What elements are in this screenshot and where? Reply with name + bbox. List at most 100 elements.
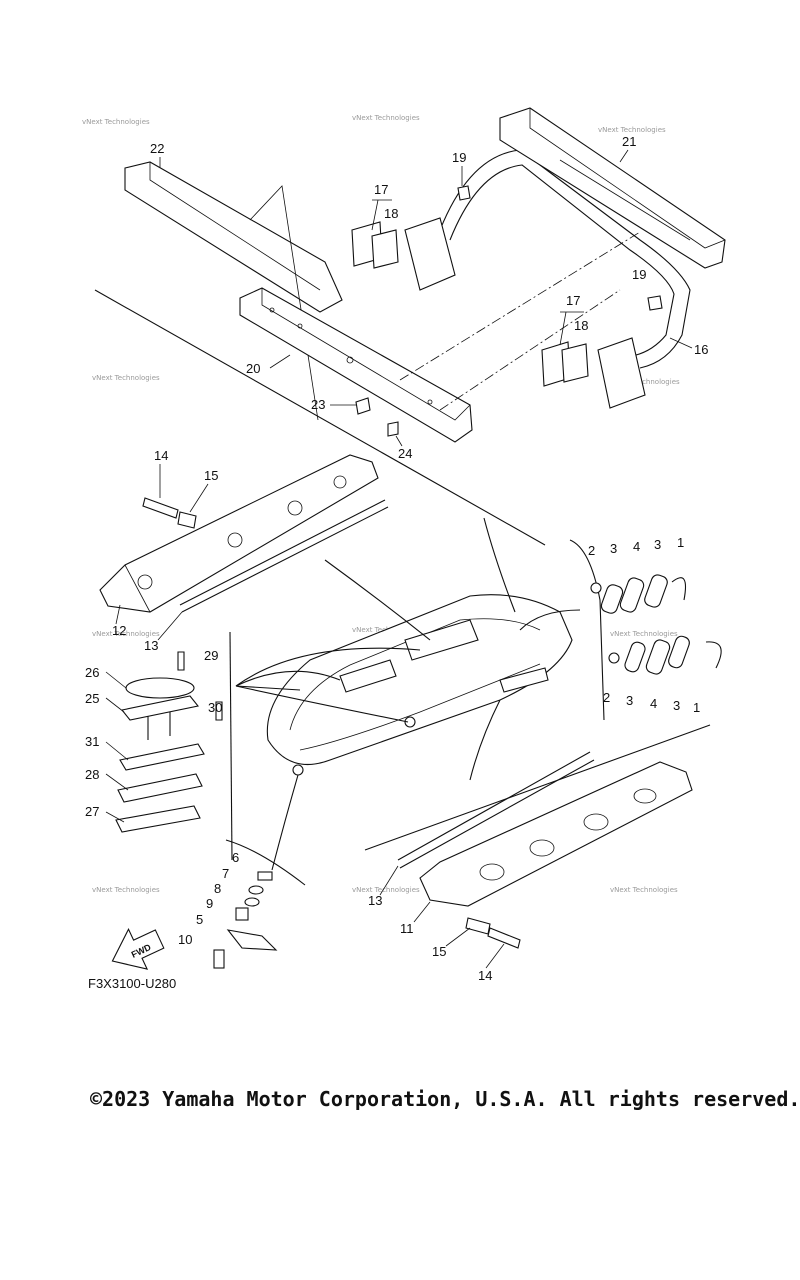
sponson-edge — [124, 564, 151, 613]
beam-hole — [427, 399, 433, 405]
beam-hole — [269, 307, 275, 313]
callout-5: 5 — [196, 912, 203, 927]
leader-line — [235, 685, 409, 723]
plate-part-18-left — [371, 229, 399, 269]
callout-31: 31 — [85, 734, 99, 749]
callout-leader — [395, 435, 403, 447]
bow-eye-location — [292, 764, 304, 776]
callout-leader — [105, 741, 129, 761]
hull-line — [299, 663, 541, 751]
sponson-rail-part-13 — [179, 499, 386, 606]
watermark-text: vNext Technologies — [352, 886, 420, 894]
leader-line — [271, 774, 299, 871]
callout-3: 3 — [673, 698, 680, 713]
screw-part-23 — [355, 397, 371, 415]
divider-line — [569, 539, 605, 721]
collar-part-15-lower — [465, 917, 491, 935]
fwd-arrow-icon — [111, 927, 165, 970]
beam-hole — [297, 323, 303, 329]
callout-leader — [105, 811, 125, 823]
watermark-text: vNext Technologies — [610, 886, 678, 894]
divider-line — [364, 724, 711, 851]
callout-29: 29 — [204, 648, 218, 663]
callout-12: 12 — [112, 623, 126, 638]
plate-part-18-right — [561, 343, 589, 383]
callout-leader — [371, 199, 392, 231]
callout-leaders — [105, 149, 693, 969]
cleat-part-25 — [121, 695, 199, 721]
callout-3: 3 — [654, 537, 661, 552]
bow-eye-part-5 — [226, 929, 278, 951]
grab-handle-part-16 — [439, 149, 691, 369]
copyright-notice: ©2023 Yamaha Motor Corporation, U.S.A. A… — [90, 1087, 800, 1111]
callout-2: 2 — [588, 543, 595, 558]
watermark-text: vNext Technologies — [92, 374, 160, 382]
sponson-hole — [583, 813, 609, 831]
seat — [404, 619, 479, 661]
callout-13: 13 — [144, 638, 158, 653]
bow-eye-assembly — [213, 871, 278, 969]
callout-leader — [669, 337, 693, 349]
callout-18: 18 — [384, 206, 398, 221]
callout-3: 3 — [610, 541, 617, 556]
sponson-hole — [633, 788, 657, 804]
callout-23: 23 — [311, 397, 325, 412]
bolt-part-14-lower — [487, 927, 521, 949]
callout-6: 6 — [232, 850, 239, 865]
sponson-on-hull — [499, 667, 549, 693]
collar-part-15-upper — [177, 511, 197, 529]
plate-part-4-lower — [645, 639, 671, 675]
sponson-rail-lower-2 — [399, 759, 595, 869]
plate-part-28 — [117, 773, 203, 803]
callout-leader — [157, 611, 183, 641]
callout-9: 9 — [206, 896, 213, 911]
sponson-hole — [333, 475, 347, 489]
callout-1: 1 — [693, 700, 700, 715]
plate-part-4-upper — [619, 577, 645, 613]
callout-leader — [269, 354, 291, 369]
callouts: 22 19 21 17 18 19 17 18 16 20 23 24 14 1… — [85, 134, 708, 983]
washer-part-8 — [244, 897, 260, 907]
handle-pad-edge — [529, 108, 726, 249]
callout-4: 4 — [650, 696, 657, 711]
callout-25: 25 — [85, 691, 99, 706]
cleat-posts — [147, 712, 171, 740]
plate-part-3b-upper — [644, 574, 668, 608]
callout-leader — [413, 901, 431, 923]
callout-14: 14 — [154, 448, 168, 463]
grab-handle-inner — [449, 164, 675, 357]
leader-line — [469, 699, 501, 781]
sponson-hole — [479, 863, 505, 881]
cleat-assembly-right — [590, 574, 722, 675]
callout-leader — [105, 773, 129, 791]
base-part-27 — [115, 805, 201, 833]
handle-bracket-right — [597, 337, 646, 409]
assembly-axis-line — [439, 289, 621, 411]
callout-10: 10 — [178, 932, 192, 947]
plate-part-3-lower — [624, 641, 646, 673]
u-bolt-part-1-lower — [705, 641, 722, 669]
fwd-arrow: FWD — [111, 927, 165, 970]
parts-diagram: vNext Technologies vNext Technologies vN… — [82, 107, 726, 991]
leader-line — [235, 670, 341, 687]
divider-line — [225, 839, 306, 886]
cap-part-6 — [257, 871, 273, 881]
washer-part-7 — [248, 885, 264, 895]
callout-14: 14 — [478, 968, 492, 983]
callout-leader — [105, 697, 125, 713]
upper-assembly — [124, 107, 726, 443]
handlebar-area — [339, 659, 397, 693]
watercraft — [266, 594, 573, 776]
callout-28: 28 — [85, 767, 99, 782]
sponson-part-11 — [419, 761, 693, 907]
bolt-part-19-right — [647, 295, 663, 311]
bolt-part-19-left — [457, 185, 471, 201]
callout-8: 8 — [214, 881, 221, 896]
sponson-hole — [137, 574, 153, 590]
leader-line — [483, 517, 516, 613]
screw-part-29 — [177, 651, 185, 671]
callout-leader — [189, 483, 209, 513]
plate-part-3b-lower — [668, 635, 690, 669]
assembly-axis-line — [399, 231, 641, 381]
callout-20: 20 — [246, 361, 260, 376]
